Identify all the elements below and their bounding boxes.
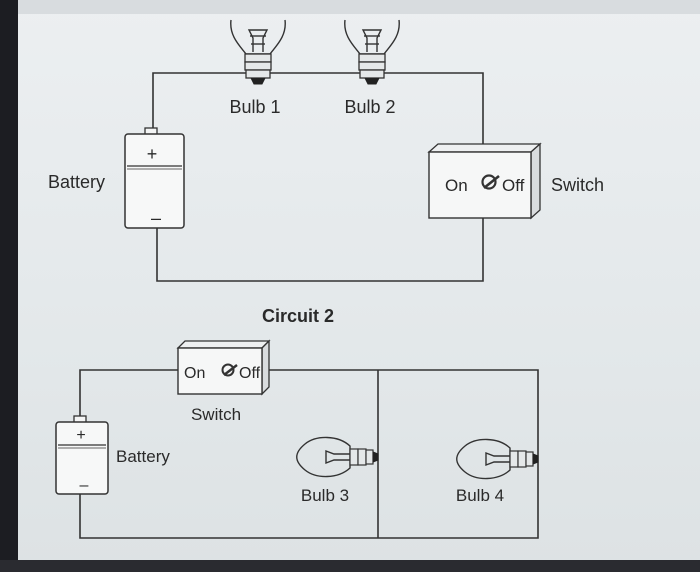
circuit-2: + – On Off — [55, 339, 539, 539]
bulb-2 — [344, 19, 400, 85]
label-battery-1: Battery — [48, 172, 105, 192]
switch-1: On Off — [427, 142, 542, 220]
circuit-1-wire-top — [152, 72, 484, 147]
switch-1-off-label: Off — [502, 176, 525, 195]
battery-1-minus: – — [151, 208, 161, 228]
switch-2-off-label: Off — [239, 365, 261, 382]
bulb-1 — [230, 19, 286, 85]
battery-2-plus: + — [76, 427, 85, 444]
battery-2-minus: – — [80, 477, 89, 494]
bulb-4 — [456, 438, 539, 480]
switch-2: On Off — [176, 339, 271, 396]
switch-2-on-label: On — [184, 365, 205, 382]
battery-1-plus: + — [147, 144, 158, 164]
circuit-1-wire-bottom — [156, 218, 484, 282]
screen-top-strip — [18, 0, 700, 14]
label-bulb-3: Bulb 3 — [301, 486, 349, 505]
label-bulb-1: Bulb 1 — [229, 97, 280, 117]
circuit-1: + – — [48, 19, 604, 282]
circuit-2-title: Circuit 2 — [262, 306, 334, 326]
circuit-2-wire-top-left — [79, 369, 178, 418]
switch-1-on-label: On — [445, 176, 468, 195]
screen-background — [18, 0, 700, 568]
battery-2: + – — [55, 415, 109, 495]
label-battery-2: Battery — [116, 447, 170, 466]
label-switch-2: Switch — [191, 405, 241, 424]
label-switch-1: Switch — [551, 175, 604, 195]
bulb-3 — [296, 436, 379, 478]
label-bulb-4: Bulb 4 — [456, 486, 504, 505]
label-bulb-2: Bulb 2 — [344, 97, 395, 117]
circuit-2-wire-top-right — [79, 369, 539, 539]
battery-1: + – — [124, 127, 185, 229]
screen-bottom-bezel — [0, 560, 700, 572]
